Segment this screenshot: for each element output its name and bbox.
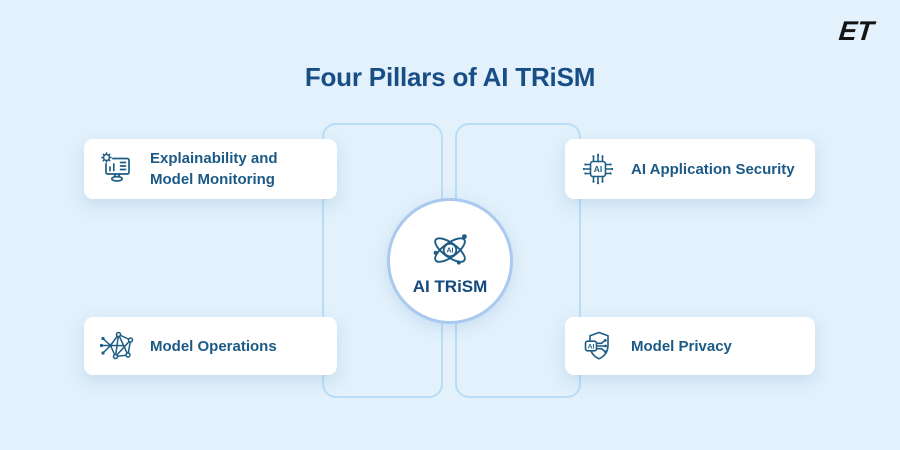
svg-text:AI: AI: [588, 343, 595, 350]
atom-ai-icon: AI: [424, 225, 476, 277]
pillar-label: Explainability and Model Monitoring: [150, 150, 278, 188]
pillar-card-explainability: Explainability and Model Monitoring: [84, 139, 337, 199]
page-title: Four Pillars of AI TRiSM: [304, 62, 596, 92]
ai-chip-icon: AI: [578, 149, 618, 189]
center-node: AI AI TRiSM: [387, 198, 513, 324]
pillar-card-ai-application-security: AI AI Application Security: [565, 139, 815, 199]
brand-logo: ET: [837, 16, 876, 46]
svg-text:AI: AI: [447, 248, 454, 255]
center-label: AI TRiSM: [412, 277, 488, 296]
pillar-label: Model Privacy: [631, 337, 732, 355]
pillar-card-model-privacy: AI Model Privacy: [565, 317, 815, 375]
monitor-gear-icon: [97, 149, 137, 189]
svg-text:AI: AI: [594, 164, 603, 174]
network-graph-icon: [97, 326, 137, 366]
pillar-card-model-operations: Model Operations: [84, 317, 337, 375]
shield-ai-icon: AI: [578, 326, 618, 366]
pillar-label: AI Application Security: [631, 160, 795, 178]
pillar-label: Model Operations: [150, 337, 277, 355]
